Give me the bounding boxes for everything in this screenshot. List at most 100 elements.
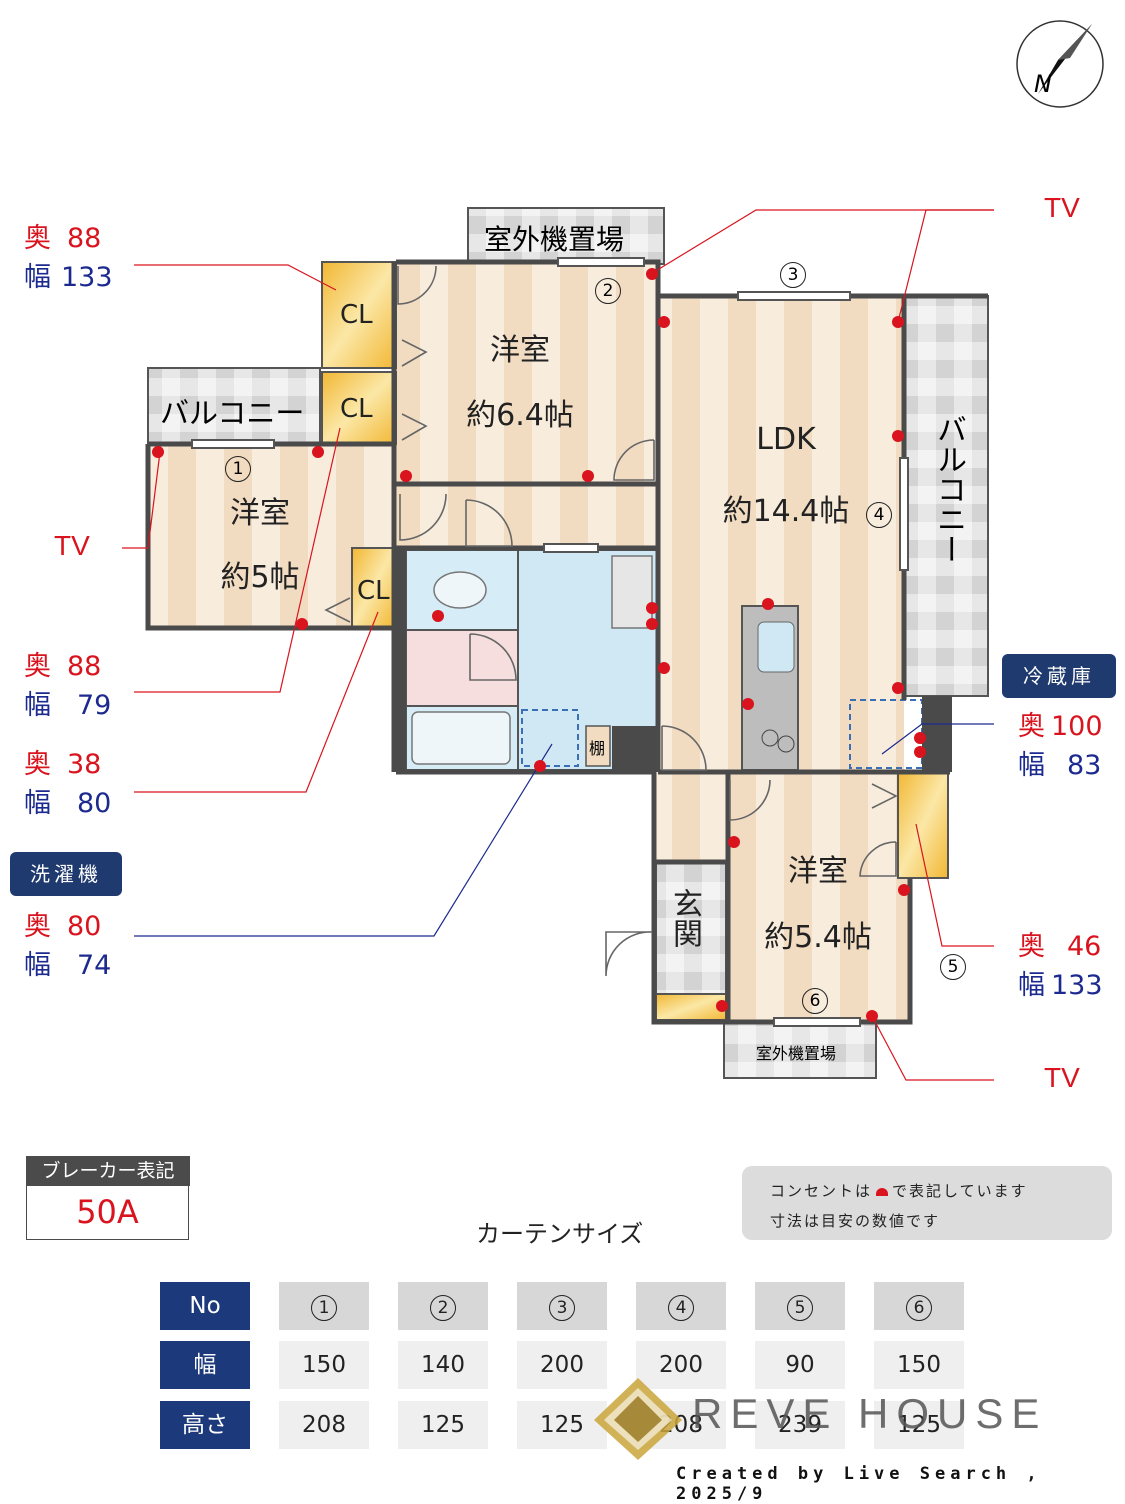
depth-value: 46 (1067, 931, 1102, 962)
row-label-no: No (160, 1282, 250, 1330)
logo-mark-icon (594, 1378, 682, 1460)
breaker-value: 50A (26, 1184, 189, 1240)
closet-3-label: CL (357, 576, 390, 606)
dark-block-2 (396, 550, 406, 770)
tv-label-left: TV (54, 530, 90, 561)
tv-label-top: TV (1044, 192, 1080, 223)
width-label: 幅 (24, 690, 51, 721)
room-size-western-1: 約6.4帖 (466, 398, 574, 433)
balcony-left-label: バルコニー (160, 396, 305, 430)
window-marker-3: 3 (780, 262, 806, 288)
width-value: 80 (77, 788, 112, 819)
width-label: 幅 (24, 950, 51, 981)
shoe-closet-area (655, 993, 727, 1021)
curtain-width-2: 140 (398, 1341, 488, 1389)
width-value: 83 (1067, 750, 1102, 781)
room-size-western-3: 約5.4帖 (764, 920, 872, 955)
curtain-height-6: 125 (874, 1401, 964, 1449)
note-line1b: で表記しています (892, 1182, 1028, 1200)
room-name-entrance: 玄関 (667, 888, 702, 948)
curtain-height-2: 125 (398, 1401, 488, 1449)
depth-value: 80 (67, 911, 102, 942)
curtain-height-3: 125 (517, 1401, 607, 1449)
curtain-height-5: 239 (755, 1401, 845, 1449)
room-size-ldk: 約14.4帖 (722, 494, 850, 529)
logo-text: REVE HOUSE (692, 1390, 1048, 1437)
curtain-width-5: 90 (755, 1341, 845, 1389)
depth-label: 奥 (24, 651, 51, 682)
curtain-no-1: 1 (279, 1282, 369, 1330)
shelf-label: 棚 (589, 739, 606, 758)
closet-3-area (351, 547, 395, 629)
width-label: 幅 (24, 262, 51, 293)
sink-icon (611, 555, 653, 629)
row-label-width: 幅 (160, 1341, 250, 1389)
curtain-height-1: 208 (279, 1401, 369, 1449)
compass-icon (1016, 20, 1104, 108)
fridge-tag: 冷蔵庫 (1002, 654, 1116, 698)
curtain-no-6: 6 (874, 1282, 964, 1330)
curtain-no-2: 2 (398, 1282, 488, 1330)
window-marker-2: 2 (595, 278, 621, 304)
dressing (405, 629, 519, 707)
curtain-width-3: 200 (517, 1341, 607, 1389)
closet-2-area (321, 371, 397, 445)
depth-label: 奥 (24, 749, 51, 780)
note-line2: 寸法は目安の数値です (770, 1212, 941, 1230)
width-label: 幅 (1018, 750, 1045, 781)
depth-value: 88 (67, 651, 102, 682)
window-marker-5: 5 (940, 954, 966, 980)
balcony-left-area (147, 367, 321, 445)
window-marker-4: 4 (866, 502, 892, 528)
stove-icon (761, 729, 779, 747)
closet-2-label: CL (340, 394, 373, 424)
depth-label: 奥 (1018, 711, 1045, 742)
stove-icon-2 (777, 735, 795, 753)
curtain-no-label: 2 (430, 1295, 456, 1321)
row-label-height: 高さ (160, 1401, 250, 1449)
width-value: 74 (77, 950, 112, 981)
washing-machine-tag: 洗濯機 (10, 852, 122, 896)
curtain-width-4: 200 (636, 1341, 726, 1389)
room-size-western-2: 約5帖 (220, 560, 300, 595)
curtain-title: カーテンサイズ (476, 1220, 644, 1248)
shelf-box (585, 725, 611, 767)
curtain-no-5: 5 (755, 1282, 845, 1330)
breaker-title: ブレーカー表記 (26, 1156, 190, 1186)
room-name-western-1: 洋室 (490, 333, 550, 368)
note-line1: コンセントは (770, 1182, 873, 1200)
dark-block (612, 726, 658, 770)
width-value: 133 (1051, 970, 1103, 1001)
curtain-no-label: 3 (549, 1295, 575, 1321)
depth-value: 100 (1051, 711, 1103, 742)
hallway (396, 484, 658, 548)
tv-label-bottom: TV (1044, 1062, 1080, 1093)
width-value: 133 (61, 262, 113, 293)
compass-letter: N (1034, 70, 1052, 98)
room-name-ldk: LDK (756, 422, 816, 457)
curtain-width-6: 150 (874, 1341, 964, 1389)
credit-text: Created by Live Search , 2025/9 (676, 1464, 1042, 1504)
balcony-right-label: バルコニー (931, 414, 966, 564)
note-box: コンセントは で表記しています 寸法は目安の数値です (742, 1166, 1112, 1240)
outdoor-unit-top-label: 室外機置場 (484, 223, 625, 256)
toilet-icon (433, 571, 487, 609)
curtain-no-label: 1 (311, 1295, 337, 1321)
window-marker-6: 6 (802, 988, 828, 1014)
window-marker-1: 1 (225, 456, 251, 482)
outlet-icon (876, 1188, 889, 1196)
depth-label: 奥 (24, 223, 51, 254)
depth-value: 38 (67, 749, 102, 780)
kitchen-sink-icon (757, 621, 795, 673)
hall-lower (654, 772, 728, 862)
width-label: 幅 (1018, 970, 1045, 1001)
bathtub-icon (411, 711, 511, 765)
curtain-width-1: 150 (279, 1341, 369, 1389)
curtain-no-label: 4 (668, 1295, 694, 1321)
washing-machine-space (521, 709, 579, 767)
